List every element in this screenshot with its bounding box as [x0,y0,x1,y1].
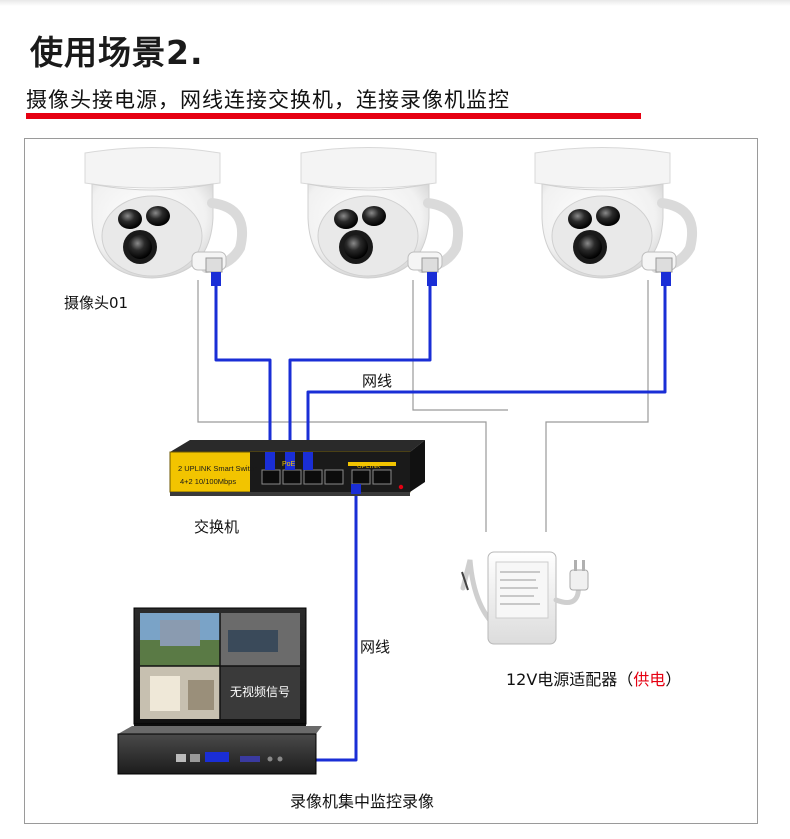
nvr-recorder [117,726,322,775]
camera-2 [300,147,464,286]
diagram-frame [24,138,758,824]
page-title: 使用场景2. [30,33,204,72]
switch-uplink-label: UPLINK [357,463,381,470]
camera-1-label: 摄像头01 [64,294,129,312]
adapter-label: 12V电源适配器（供电） [506,666,681,690]
cable-label-bottom: 网线 [360,638,391,656]
title-underline [26,113,641,119]
camera-3 [534,147,698,286]
network-switch: 2 UPLINK Smart Switch 4+2 10/100Mbps PoE… [169,440,425,496]
adapter-label-prefix: 12V电源适配器（ [506,670,634,689]
camera-1 [84,147,248,286]
no-signal-text: 无视频信号 [230,684,290,699]
page-subtitle: 摄像头接电源，网线连接交换机，连接录像机监控 [26,88,510,112]
adapter-label-power: 供电 [633,670,666,689]
cable-label-top: 网线 [362,372,393,390]
switch-brand-line2: 4+2 10/100Mbps [180,477,236,486]
nvr-label: 录像机集中监控录像 [290,792,435,811]
switch-label: 交换机 [194,518,240,536]
switch-poe-label: PoE [282,461,296,468]
power-adapter [460,551,589,645]
power-lines [197,280,649,532]
monitor: 无视频信号 [133,607,307,730]
top-shadow [0,0,790,6]
adapter-label-suffix: ） [665,670,682,689]
switch-brand-line1: 2 UPLINK Smart Switch [178,464,258,473]
